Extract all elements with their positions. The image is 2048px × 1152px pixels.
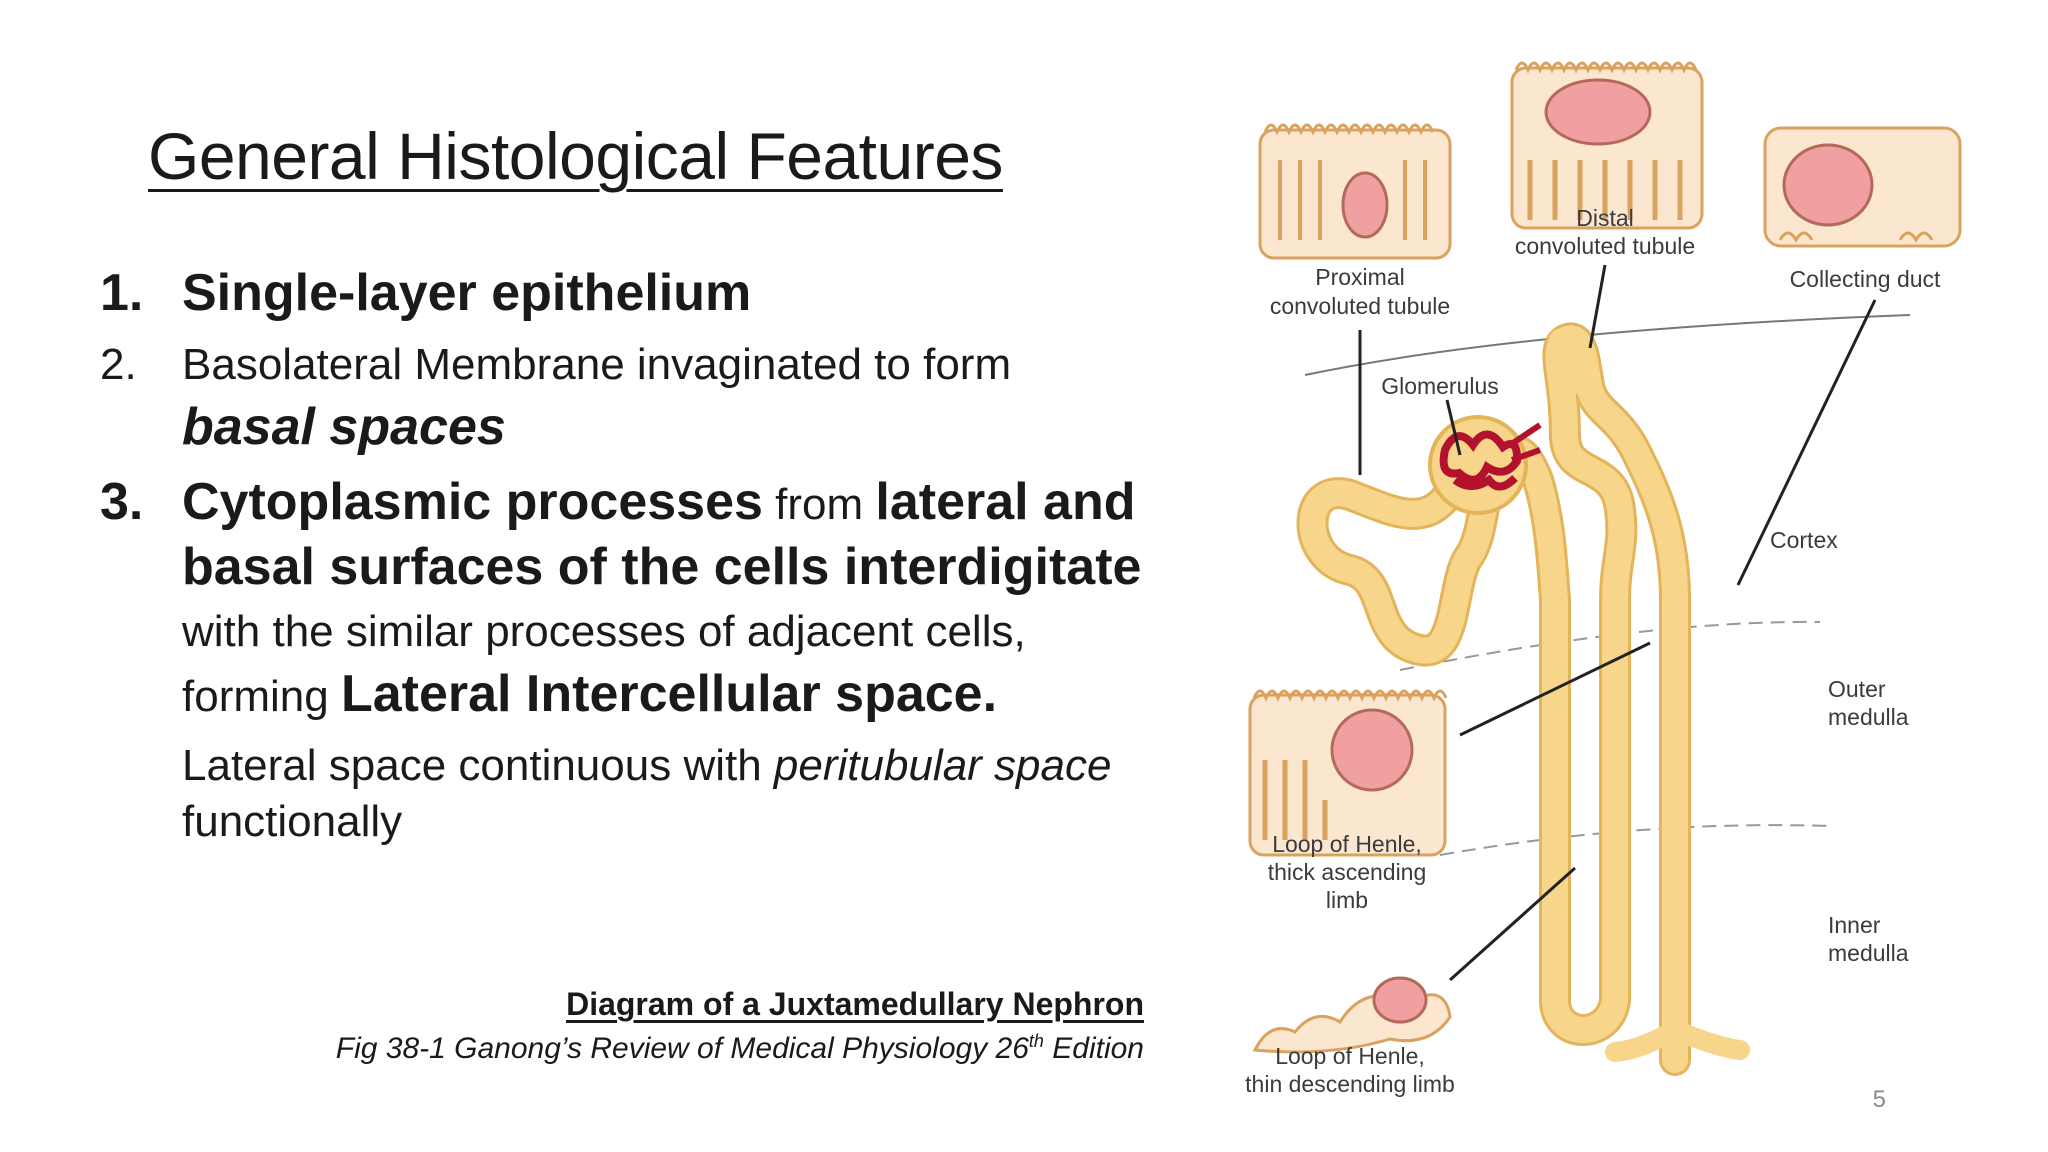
pointer-lines [1358,264,1877,982]
item-number: 1. [100,264,144,322]
item-number: 2. [100,340,137,389]
caption-source: Fig 38-1 Ganong’s Review of Medical Phys… [335,1031,1144,1065]
label-cortex: Cortex [1770,527,1838,553]
diagram-labels: Proximal convoluted tubule Distal convol… [1245,205,1941,1097]
glomerulus-graphic [1428,415,1542,515]
item-bold-f: Lateral Intercellular space. [340,665,998,723]
label-thick-2: thick ascending [1268,859,1427,885]
label-pct-1: Proximal [1315,264,1404,290]
label-outer-medulla-2: medulla [1828,704,1909,730]
item-bold-a: Cytoplasmic processes [182,473,763,531]
label-inner-medulla-1: Inner [1828,912,1881,938]
label-thin-2: thin descending limb [1245,1071,1455,1097]
page-number: 5 [1872,1086,1886,1113]
cell-distal-tubule [1510,61,1704,230]
item-text: Single-layer epithelium [182,264,752,322]
cell-thin-descending-limb [1252,976,1452,1054]
item-text-g: Lateral space continuous with [182,741,774,790]
label-inner-medulla-2: medulla [1828,940,1909,966]
nephron-tubule [1296,322,1750,1076]
item-italic-h: peritubular space [773,741,1112,790]
slide-title: General Histological Features [148,119,1003,193]
item-bold-c: lateral and basal surfaces of the cells … [182,473,1142,596]
figure-caption: Diagram of a Juxtamedullary Nephron Fig … [336,986,1144,1066]
label-dct-2: convoluted tubule [1515,233,1695,259]
cell-collecting-duct [1763,126,1962,248]
label-thick-1: Loop of Henle, [1272,831,1422,857]
item-number: 3. [100,473,144,531]
label-thin-1: Loop of Henle, [1275,1043,1425,1069]
item-emphasis: basal spaces [182,398,506,456]
item-text-e: forming [182,672,341,721]
cell-proximal-tubule [1258,123,1452,260]
item-text-d: with the similar processes of adjacent c… [182,607,1026,656]
item-text-b: from [762,480,876,529]
label-glomerulus: Glomerulus [1381,373,1499,399]
cell-thick-ascending-limb [1248,689,1448,857]
feature-list: 1. Single-layer epithelium 2. Basolatera… [100,262,1180,850]
label-pct-2: convoluted tubule [1270,293,1450,319]
cortex-boundary-line [1304,314,1911,376]
list-item-1: 1. Single-layer epithelium [100,262,1180,324]
list-item-2: 2. Basolateral Membrane invaginated to f… [100,334,1180,461]
caption-title: Diagram of a Juxtamedullary Nephron [566,986,1144,1022]
label-outer-medulla-1: Outer [1828,676,1886,702]
label-dct-1: Distal [1576,205,1634,231]
inner-medulla-boundary [1439,824,1831,856]
list-item-3: 3. Cytoplasmic processes from lateral an… [100,471,1180,850]
item-text: Basolateral Membrane invaginated to form [182,340,1012,389]
nephron-diagram: Proximal convoluted tubule Distal convol… [1245,61,1962,1097]
item-text-i: functionally [182,797,403,846]
label-thick-3: limb [1326,887,1368,913]
label-collecting-duct: Collecting duct [1790,266,1941,292]
